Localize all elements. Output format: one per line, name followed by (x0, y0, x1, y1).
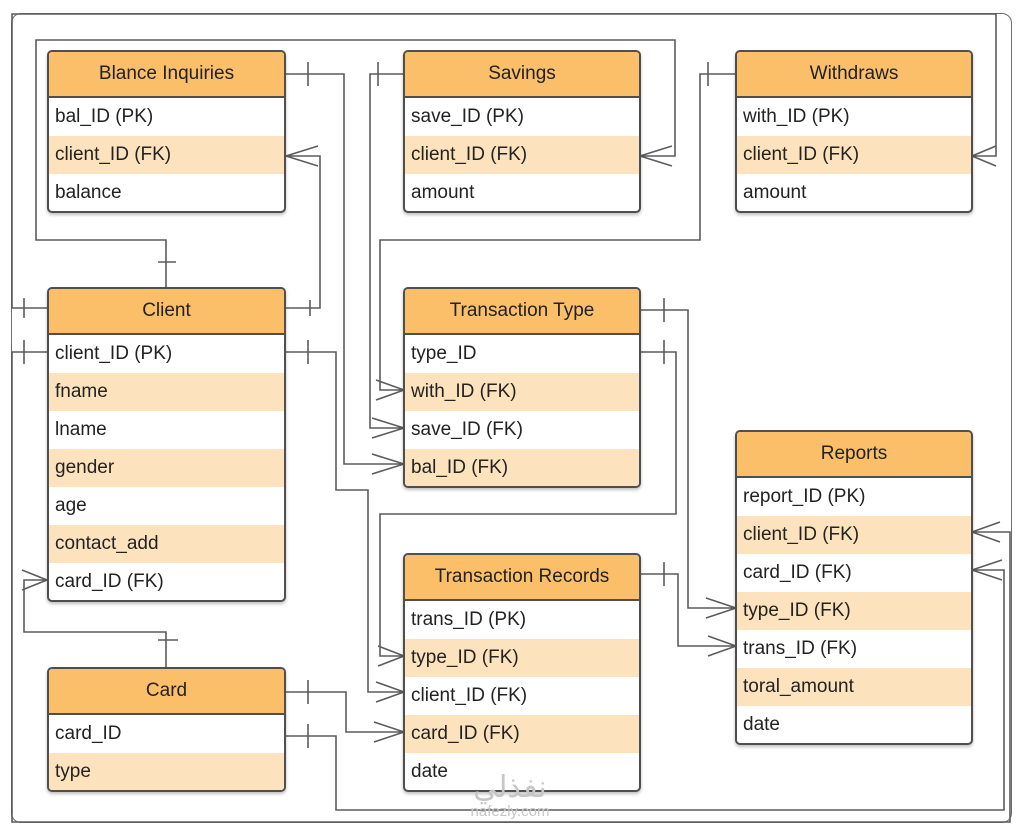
connector-balance-to-transaction-type (286, 62, 405, 475)
field-row: card_ID (FK) (405, 715, 639, 753)
field-row: save_ID (PK) (411, 106, 524, 127)
field-row: type (49, 753, 284, 790)
entity-client: Client client_ID (PK) fname lname gender… (47, 287, 286, 602)
field-row: trans_ID (FK) (743, 638, 858, 659)
connector-card-to-reports (286, 559, 1005, 811)
field-row: type_ID (FK) (405, 639, 639, 677)
entity-reports: Reports report_ID (PK) client_ID (FK) ca… (735, 430, 973, 745)
field-row: date (743, 714, 780, 735)
field-row: type_ID (FK) (737, 592, 971, 630)
field-row: fname (49, 373, 284, 411)
field-row: type_ID (411, 343, 477, 364)
connector-client-to-transaction-records (286, 340, 405, 703)
connector-client-to-reports (11, 340, 1011, 823)
connector-records-to-reports (640, 562, 737, 657)
connector-savings-to-transaction-type (369, 62, 405, 439)
entity-title: Client (49, 289, 284, 335)
connector-card-to-records (286, 680, 405, 743)
field-row: card_ID (55, 723, 122, 744)
field-row: gender (49, 449, 284, 487)
field-row: client_ID (FK) (411, 685, 528, 706)
entity-card: Card card_ID type (47, 667, 286, 792)
field-row: with_ID (FK) (405, 373, 639, 411)
field-row: client_ID (FK) (49, 136, 284, 174)
field-row: save_ID (FK) (411, 419, 523, 440)
entity-title: Withdraws (737, 52, 971, 98)
connector-card-to-client (21, 569, 178, 668)
field-row: lname (55, 419, 107, 440)
connector-transaction-type-to-reports (640, 298, 737, 619)
connector-transaction-type-to-records (377, 340, 677, 667)
field-row: client_ID (FK) (737, 136, 971, 174)
field-row: client_ID (PK) (55, 343, 173, 364)
entity-transaction-records: Transaction Records trans_ID (PK) type_I… (403, 553, 641, 792)
entity-savings: Savings save_ID (PK) client_ID (FK) amou… (403, 50, 641, 213)
entity-title: Transaction Records (405, 555, 639, 601)
field-row: bal_ID (PK) (55, 106, 154, 127)
field-row: amount (743, 182, 807, 203)
connector-withdraws-to-transaction-type (375, 62, 736, 401)
field-row: card_ID (FK) (743, 562, 852, 583)
entity-title: Savings (405, 52, 639, 98)
entity-transaction-type: Transaction Type type_ID with_ID (FK) sa… (403, 287, 641, 488)
connector-balance-inquiries-loop (35, 39, 676, 288)
entity-withdraws: Withdraws with_ID (PK) client_ID (FK) am… (735, 50, 973, 213)
field-row: report_ID (PK) (743, 486, 866, 507)
field-row: toral_amount (737, 668, 971, 706)
field-row: balance (55, 182, 122, 203)
entity-balance-inquiries: Blance Inquiries bal_ID (PK) client_ID (… (47, 50, 286, 213)
connector-client-withdraws (11, 13, 997, 318)
field-row: card_ID (FK) (55, 571, 164, 592)
field-row: with_ID (PK) (743, 106, 850, 127)
entity-title: Blance Inquiries (49, 52, 284, 98)
field-row: client_ID (FK) (737, 516, 971, 554)
entity-title: Card (49, 669, 284, 715)
entity-title: Reports (737, 432, 971, 478)
connector-client-balance-inquiries (285, 145, 321, 316)
field-row: age (55, 495, 87, 516)
field-row: amount (411, 182, 475, 203)
field-row: contact_add (49, 525, 284, 563)
field-row: trans_ID (PK) (411, 609, 527, 630)
entity-title: Transaction Type (405, 289, 639, 335)
field-row: client_ID (FK) (405, 136, 639, 174)
field-row: date (411, 761, 448, 782)
field-row: bal_ID (FK) (405, 449, 639, 486)
